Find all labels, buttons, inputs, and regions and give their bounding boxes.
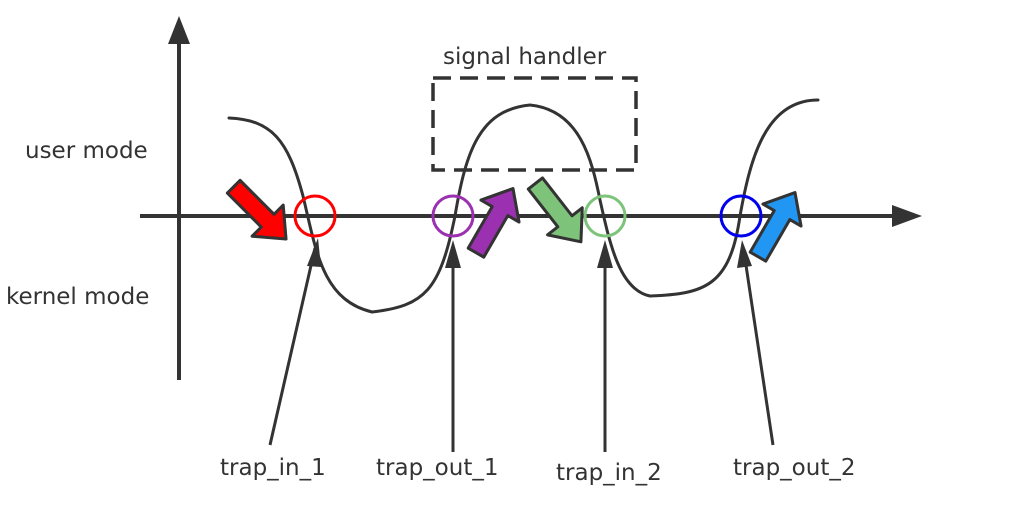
down-arrow-1	[225, 178, 288, 241]
up-arrow-2	[748, 191, 803, 263]
trap-in-1-circle	[293, 194, 337, 238]
trap-in-2-circle	[583, 194, 627, 238]
trap-out-1-label: trap_out_1	[376, 455, 498, 481]
up-arrow-1	[466, 187, 521, 259]
trap-in-1-pointer-head	[307, 238, 321, 267]
horizontal-axis-arrowhead	[892, 205, 922, 227]
vertical-axis-arrowhead	[168, 16, 190, 44]
user-mode-label: user mode	[25, 138, 148, 164]
trap-out-2-pointer-head	[737, 240, 752, 268]
signal-handler-box	[431, 76, 638, 172]
pointers	[268, 238, 775, 452]
down-arrow-2	[526, 176, 584, 244]
signal-handler-label: signal handler	[443, 44, 607, 70]
kernel-mode-label: kernel mode	[6, 284, 149, 310]
trap-out-1-pointer-head	[445, 240, 461, 268]
trap-in-1-pointer	[268, 247, 317, 446]
trap-out-2-pointer	[742, 251, 775, 446]
trap-in-1-label: trap_in_1	[220, 455, 326, 481]
trap-in-2-pointer-head	[597, 240, 613, 268]
trap-out-2-circle	[719, 194, 763, 238]
execution-curve	[227, 98, 820, 314]
trap-in-2-label: trap_in_2	[556, 460, 662, 486]
trap-out-1-circle	[431, 194, 475, 238]
trap-out-2-label: trap_out_2	[733, 455, 855, 481]
